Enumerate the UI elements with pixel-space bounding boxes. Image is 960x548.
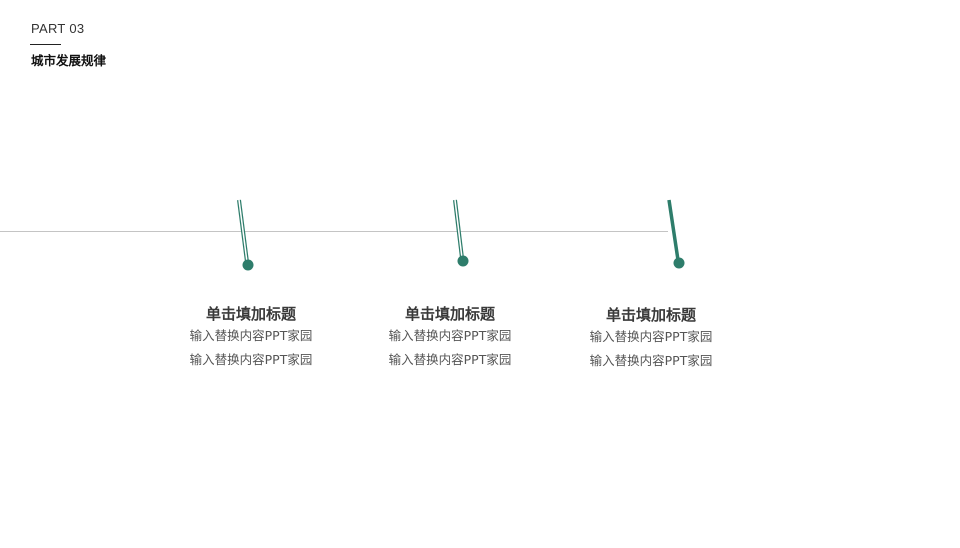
part-label: PART 03	[31, 21, 85, 36]
timeline-item-1: 单击填加标题 输入替换内容PPT家园 输入替换内容PPT家园	[166, 304, 336, 372]
section-title: 城市发展规律	[31, 53, 107, 68]
item-text-line[interactable]: 输入替换内容PPT家园	[189, 352, 313, 367]
timeline-item-3: 单击填加标题 输入替换内容PPT家园 输入替换内容PPT家园	[566, 305, 736, 373]
pin-2-icon	[453, 199, 469, 267]
part-divider	[30, 44, 61, 45]
item-text-line[interactable]: 输入替换内容PPT家园	[589, 329, 713, 344]
pin-1-icon	[237, 199, 254, 271]
item-title[interactable]: 单击填加标题	[605, 306, 696, 324]
item-text-line[interactable]: 输入替换内容PPT家园	[388, 352, 512, 367]
timeline-line	[0, 231, 668, 232]
item-title[interactable]: 单击填加标题	[205, 305, 296, 323]
timeline-item-2: 单击填加标题 输入替换内容PPT家园 输入替换内容PPT家园	[365, 304, 535, 372]
item-text-line[interactable]: 输入替换内容PPT家园	[388, 328, 512, 343]
item-text-line[interactable]: 输入替换内容PPT家园	[589, 353, 713, 368]
item-text-line[interactable]: 输入替换内容PPT家园	[189, 328, 313, 343]
item-title[interactable]: 单击填加标题	[404, 305, 495, 323]
pin-3-icon	[667, 199, 685, 269]
